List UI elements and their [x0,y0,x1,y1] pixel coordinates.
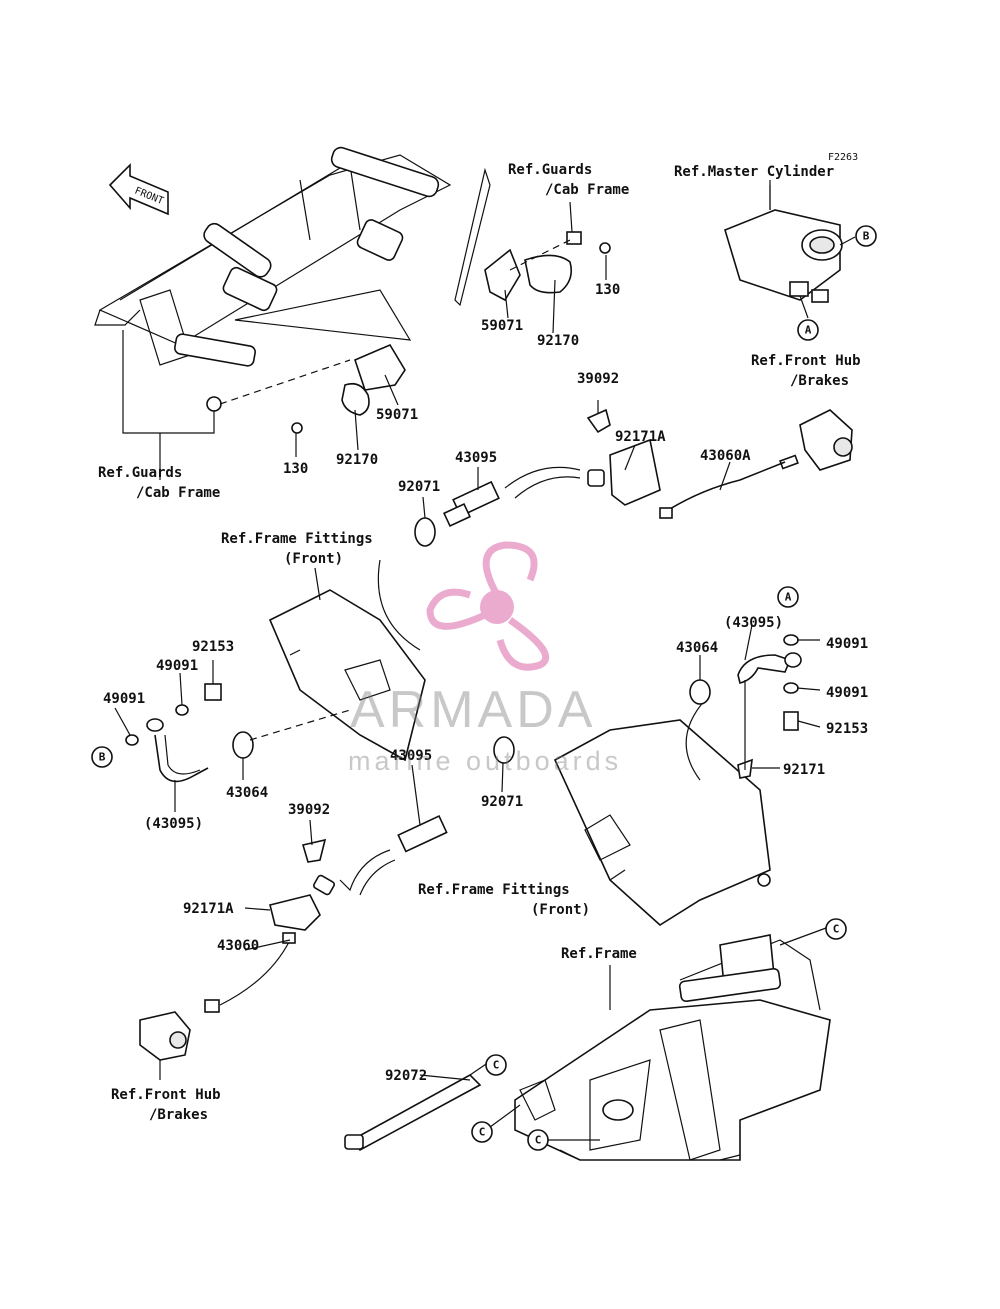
part-49091-right-b: 49091 [826,685,868,701]
part-59071-left: 59071 [376,407,418,423]
ref-frame: Ref.Frame [561,946,637,962]
brake-hose-upper-drawing [414,408,661,547]
front-arrow-icon: FRONT [108,163,169,216]
callout-b-top: B [855,225,877,247]
ref-guards-top-line2: /Cab Frame [545,182,629,198]
ref-frame-fittings-mid-line1: Ref.Frame Fittings [221,531,373,547]
ref-frame-fittings-low-line2: (Front) [531,902,590,918]
callout-c-low-right: C [527,1129,549,1151]
svg-text:C: C [493,1059,500,1072]
part-43064-right: 43064 [676,640,718,656]
right-fittings-drawing [689,634,802,779]
diagram-code: F2263 [828,152,858,163]
part-92072: 92072 [385,1068,427,1084]
propeller-logo-icon [426,541,550,671]
ref-frame-fittings-mid-line2: (Front) [284,551,343,567]
frame-drawing [514,934,831,1161]
part-92171a-top: 92171A [615,429,666,445]
callout-c-frame: C [825,918,847,940]
part-43060a: 43060A [700,448,751,464]
ref-front-hub-right-line1: Ref.Front Hub [751,353,861,369]
callout-b-left: B [91,746,113,768]
front-hub-right-drawing [659,409,853,519]
svg-text:A: A [805,324,812,337]
part-92071-mid: 92071 [481,794,523,810]
cable-tie-drawing [344,1074,482,1152]
part-49091-left-a: 49091 [156,658,198,674]
clamp-assembly-left [219,343,406,434]
part-49091-left-b: 49091 [103,691,145,707]
part-130-left: 130 [283,461,308,477]
svg-text:B: B [863,230,870,243]
clamp-assembly-top [454,167,611,307]
cab-frame-drawing [94,146,452,434]
ref-guards-left-line2: /Cab Frame [136,485,220,501]
svg-text:C: C [833,923,840,936]
part-43060: 43060 [217,938,259,954]
ref-front-hub-left-line1: Ref.Front Hub [111,1087,221,1103]
svg-text:C: C [535,1134,542,1147]
part-43064-left: 43064 [226,785,268,801]
part-43095-top: 43095 [455,450,497,466]
part-92170-top: 92170 [537,333,579,349]
part-92171: 92171 [783,762,825,778]
watermark-tagline: marine outboards [348,746,622,776]
part-130-top: 130 [595,282,620,298]
part-59071-top: 59071 [481,318,523,334]
part-39092-low: 39092 [288,802,330,818]
ref-frame-fittings-low-line1: Ref.Frame Fittings [418,882,570,898]
part-39092-top: 39092 [577,371,619,387]
master-cylinder-drawing [724,185,856,319]
part-43095-right-paren: (43095) [724,615,783,631]
ref-master-cylinder: Ref.Master Cylinder [674,164,834,180]
watermark-brand: ARMADA [350,681,596,739]
part-92170-left: 92170 [336,452,378,468]
ref-guards-top-line1: Ref.Guards [508,162,592,178]
part-43095-mid: 43095 [390,748,432,764]
frame-fitting-low-drawing [553,699,771,926]
ref-guards-left-line1: Ref.Guards [98,465,182,481]
part-49091-right-a: 49091 [826,636,868,652]
callout-c-tie: C [485,1054,507,1076]
front-hub-left-drawing [139,894,321,1061]
frame-fitting-mid-drawing [268,559,426,762]
part-92153-left: 92153 [192,639,234,655]
svg-text:A: A [785,591,792,604]
part-92071-top: 92071 [398,479,440,495]
svg-text:B: B [99,751,106,764]
callout-markers: B A A B C C C C [91,225,877,1151]
ref-front-hub-right-line2: /Brakes [790,373,849,389]
brake-hose-left-drawing [125,683,351,783]
brake-hose-mid-drawing [301,736,515,896]
armada-watermark: ARMADA marine outboards [348,541,622,776]
callout-c-low-left: C [471,1121,493,1143]
leader-lines [114,180,827,1141]
part-43095-left-paren: (43095) [144,816,203,832]
svg-text:C: C [479,1126,486,1139]
part-92171a-low: 92171A [183,901,234,917]
callout-a-right: A [777,586,799,608]
callout-a-top: A [797,319,819,341]
ref-front-hub-left-line2: /Brakes [149,1107,208,1123]
part-92153-right: 92153 [826,721,868,737]
